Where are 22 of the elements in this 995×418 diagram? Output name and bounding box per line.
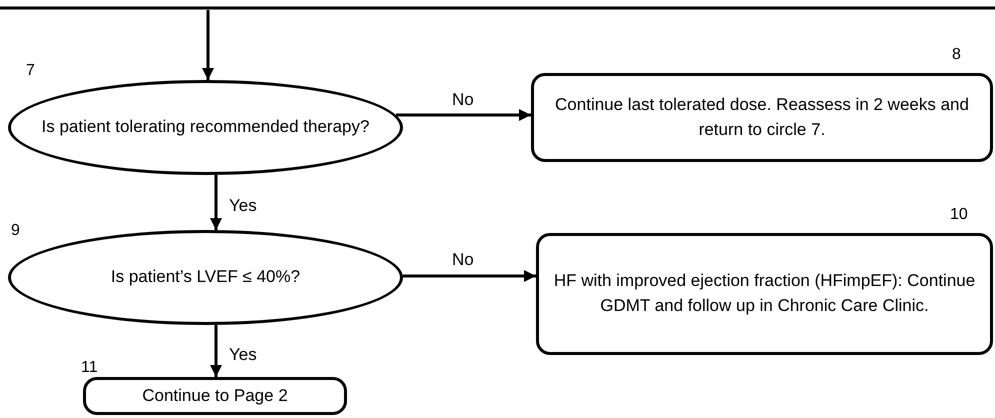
- node-text: Is patient tolerating recommended therapy?: [42, 116, 370, 138]
- process-box: [536, 233, 993, 355]
- step-number: 10: [950, 206, 968, 224]
- step-number: 7: [26, 62, 35, 80]
- arrow: [210, 174, 222, 230]
- arrow: [402, 270, 536, 282]
- arrow: [396, 109, 531, 121]
- edge-label: Yes: [229, 345, 257, 365]
- process-box: [531, 73, 993, 162]
- node-text: HF with improved ejection fraction (HFimpEF): Continue GDMT and follow up in Chronic Care Clinic.: [553, 270, 976, 317]
- process-box: [83, 377, 347, 415]
- step-number: 9: [11, 222, 20, 240]
- node-text: Continue to Page 2: [142, 384, 288, 407]
- node-text: Continue last tolerated dose. Reassess in 2 weeks and return to circle 7.: [554, 94, 970, 140]
- step-number: 8: [952, 46, 961, 64]
- arrow: [210, 324, 222, 377]
- step-number: 11: [81, 359, 98, 377]
- node-text: Is patient’s LVEF ≤ 40%?: [110, 266, 300, 288]
- arrow: [202, 10, 214, 80]
- edge-label: No: [452, 250, 474, 270]
- edge-label: No: [452, 90, 474, 110]
- edge-label: Yes: [229, 196, 257, 216]
